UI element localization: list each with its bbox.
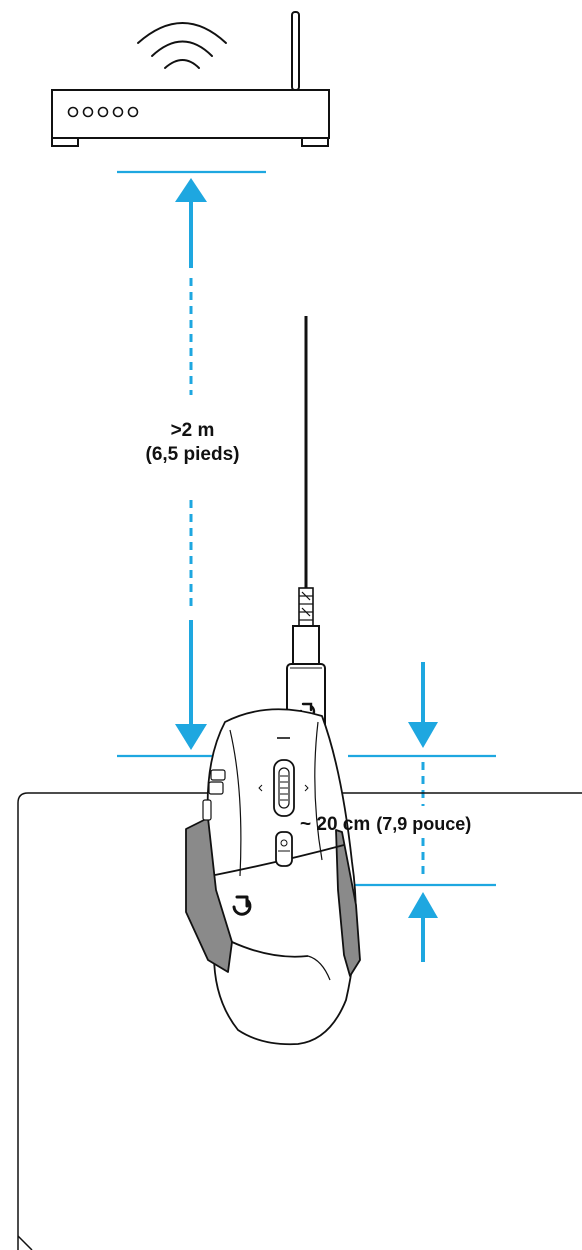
desk-surface (17, 792, 582, 1250)
mouse-distance-label: ~ 20 cm(7,9 pouce) (300, 813, 471, 837)
arrow-up-icon (175, 178, 207, 202)
mouse-distance-metric: ~ 20 cm (300, 814, 371, 835)
router-distance-metric: >2 m (170, 420, 215, 441)
logitech-g-logo (232, 895, 252, 916)
usb-receiver-icon (286, 316, 326, 765)
router-icon (51, 11, 330, 147)
router-distance-label: >2 m (6,5 pieds) (110, 419, 275, 467)
mouse-distance-imperial: (7,9 pouce) (376, 814, 472, 834)
arrow-down-icon (408, 722, 438, 748)
wifi-icon (137, 22, 227, 69)
router-distance-dimension (175, 178, 207, 750)
arrow-up-icon (408, 892, 438, 918)
mouse-distance-dimension (408, 662, 438, 962)
arrow-down-icon (175, 724, 207, 750)
router-distance-imperial: (6,5 pieds) (145, 443, 240, 465)
gaming-mouse-icon (185, 708, 361, 1046)
